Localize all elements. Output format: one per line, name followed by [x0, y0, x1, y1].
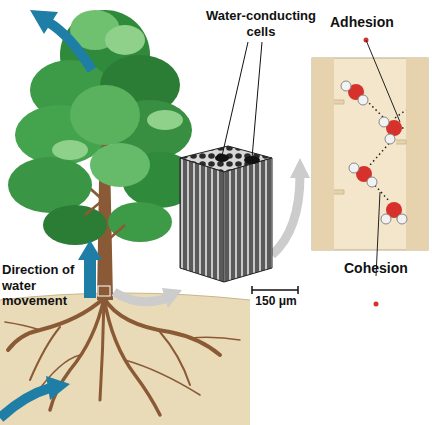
leader-line	[222, 42, 248, 156]
root	[104, 298, 220, 355]
root	[30, 327, 60, 380]
vessel-wall	[406, 58, 428, 250]
foliage	[70, 85, 140, 145]
roots	[5, 298, 240, 415]
hydrogen-atom	[385, 134, 395, 144]
foliage-highlight	[147, 110, 183, 130]
zoom-arrow-head	[290, 158, 310, 178]
micrograph-side	[180, 158, 224, 282]
hydrogen-atom	[358, 95, 368, 105]
micrograph-front	[224, 158, 272, 282]
foliage	[108, 202, 172, 242]
root	[190, 337, 240, 340]
scale-bar-tick	[251, 286, 253, 294]
uptake-arrow-head	[46, 376, 70, 400]
foliage	[43, 205, 107, 245]
hydrogen-atom	[349, 163, 359, 173]
zoom-arrow-shaft	[272, 175, 300, 255]
transpiration-arrow-head	[30, 10, 58, 34]
foliage-highlight	[105, 25, 145, 55]
root	[5, 322, 40, 330]
sample-marker	[98, 286, 110, 296]
foliage	[90, 143, 150, 187]
part-label: Water-conducting cells	[196, 8, 326, 39]
vessel-wall	[312, 58, 334, 250]
hydrogen-atom	[397, 214, 407, 224]
part-label: Adhesion	[330, 14, 410, 31]
scale-label: 150 μm	[248, 294, 304, 308]
up-arrow-head	[78, 240, 102, 260]
zoom-arrow-head	[162, 288, 182, 308]
foliage-highlight	[52, 140, 88, 160]
transpiration-arrow-shaft	[48, 22, 92, 70]
canopy	[8, 10, 198, 245]
arrow-label: Direction of water movement	[2, 262, 78, 309]
hydrogen-atom	[379, 117, 389, 127]
foliage	[8, 157, 92, 213]
callout-dot	[374, 302, 379, 307]
water-molecules	[341, 81, 407, 224]
leader-line	[252, 42, 262, 158]
root	[160, 332, 190, 385]
root	[100, 298, 104, 400]
branch	[85, 200, 125, 240]
uptake-arrow-shaft	[0, 388, 50, 418]
hydrogen-bonds	[366, 100, 406, 202]
hydrogen-atom	[381, 214, 391, 224]
root	[125, 360, 200, 395]
scale-bar	[252, 289, 298, 291]
scale-bar-tick	[297, 286, 299, 294]
vessel-closeup	[312, 58, 428, 250]
wall-pit	[334, 100, 406, 219]
hydrogen-atom	[341, 81, 351, 91]
leader-line	[366, 40, 400, 122]
part-label: Cohesion	[344, 260, 424, 277]
soil	[0, 293, 250, 425]
hydrogen-bond	[402, 127, 406, 129]
root	[104, 298, 160, 415]
hydrogen-atom	[367, 177, 377, 187]
up-arrow-shaft	[84, 258, 96, 298]
zoom-arrow-shaft	[114, 292, 168, 302]
